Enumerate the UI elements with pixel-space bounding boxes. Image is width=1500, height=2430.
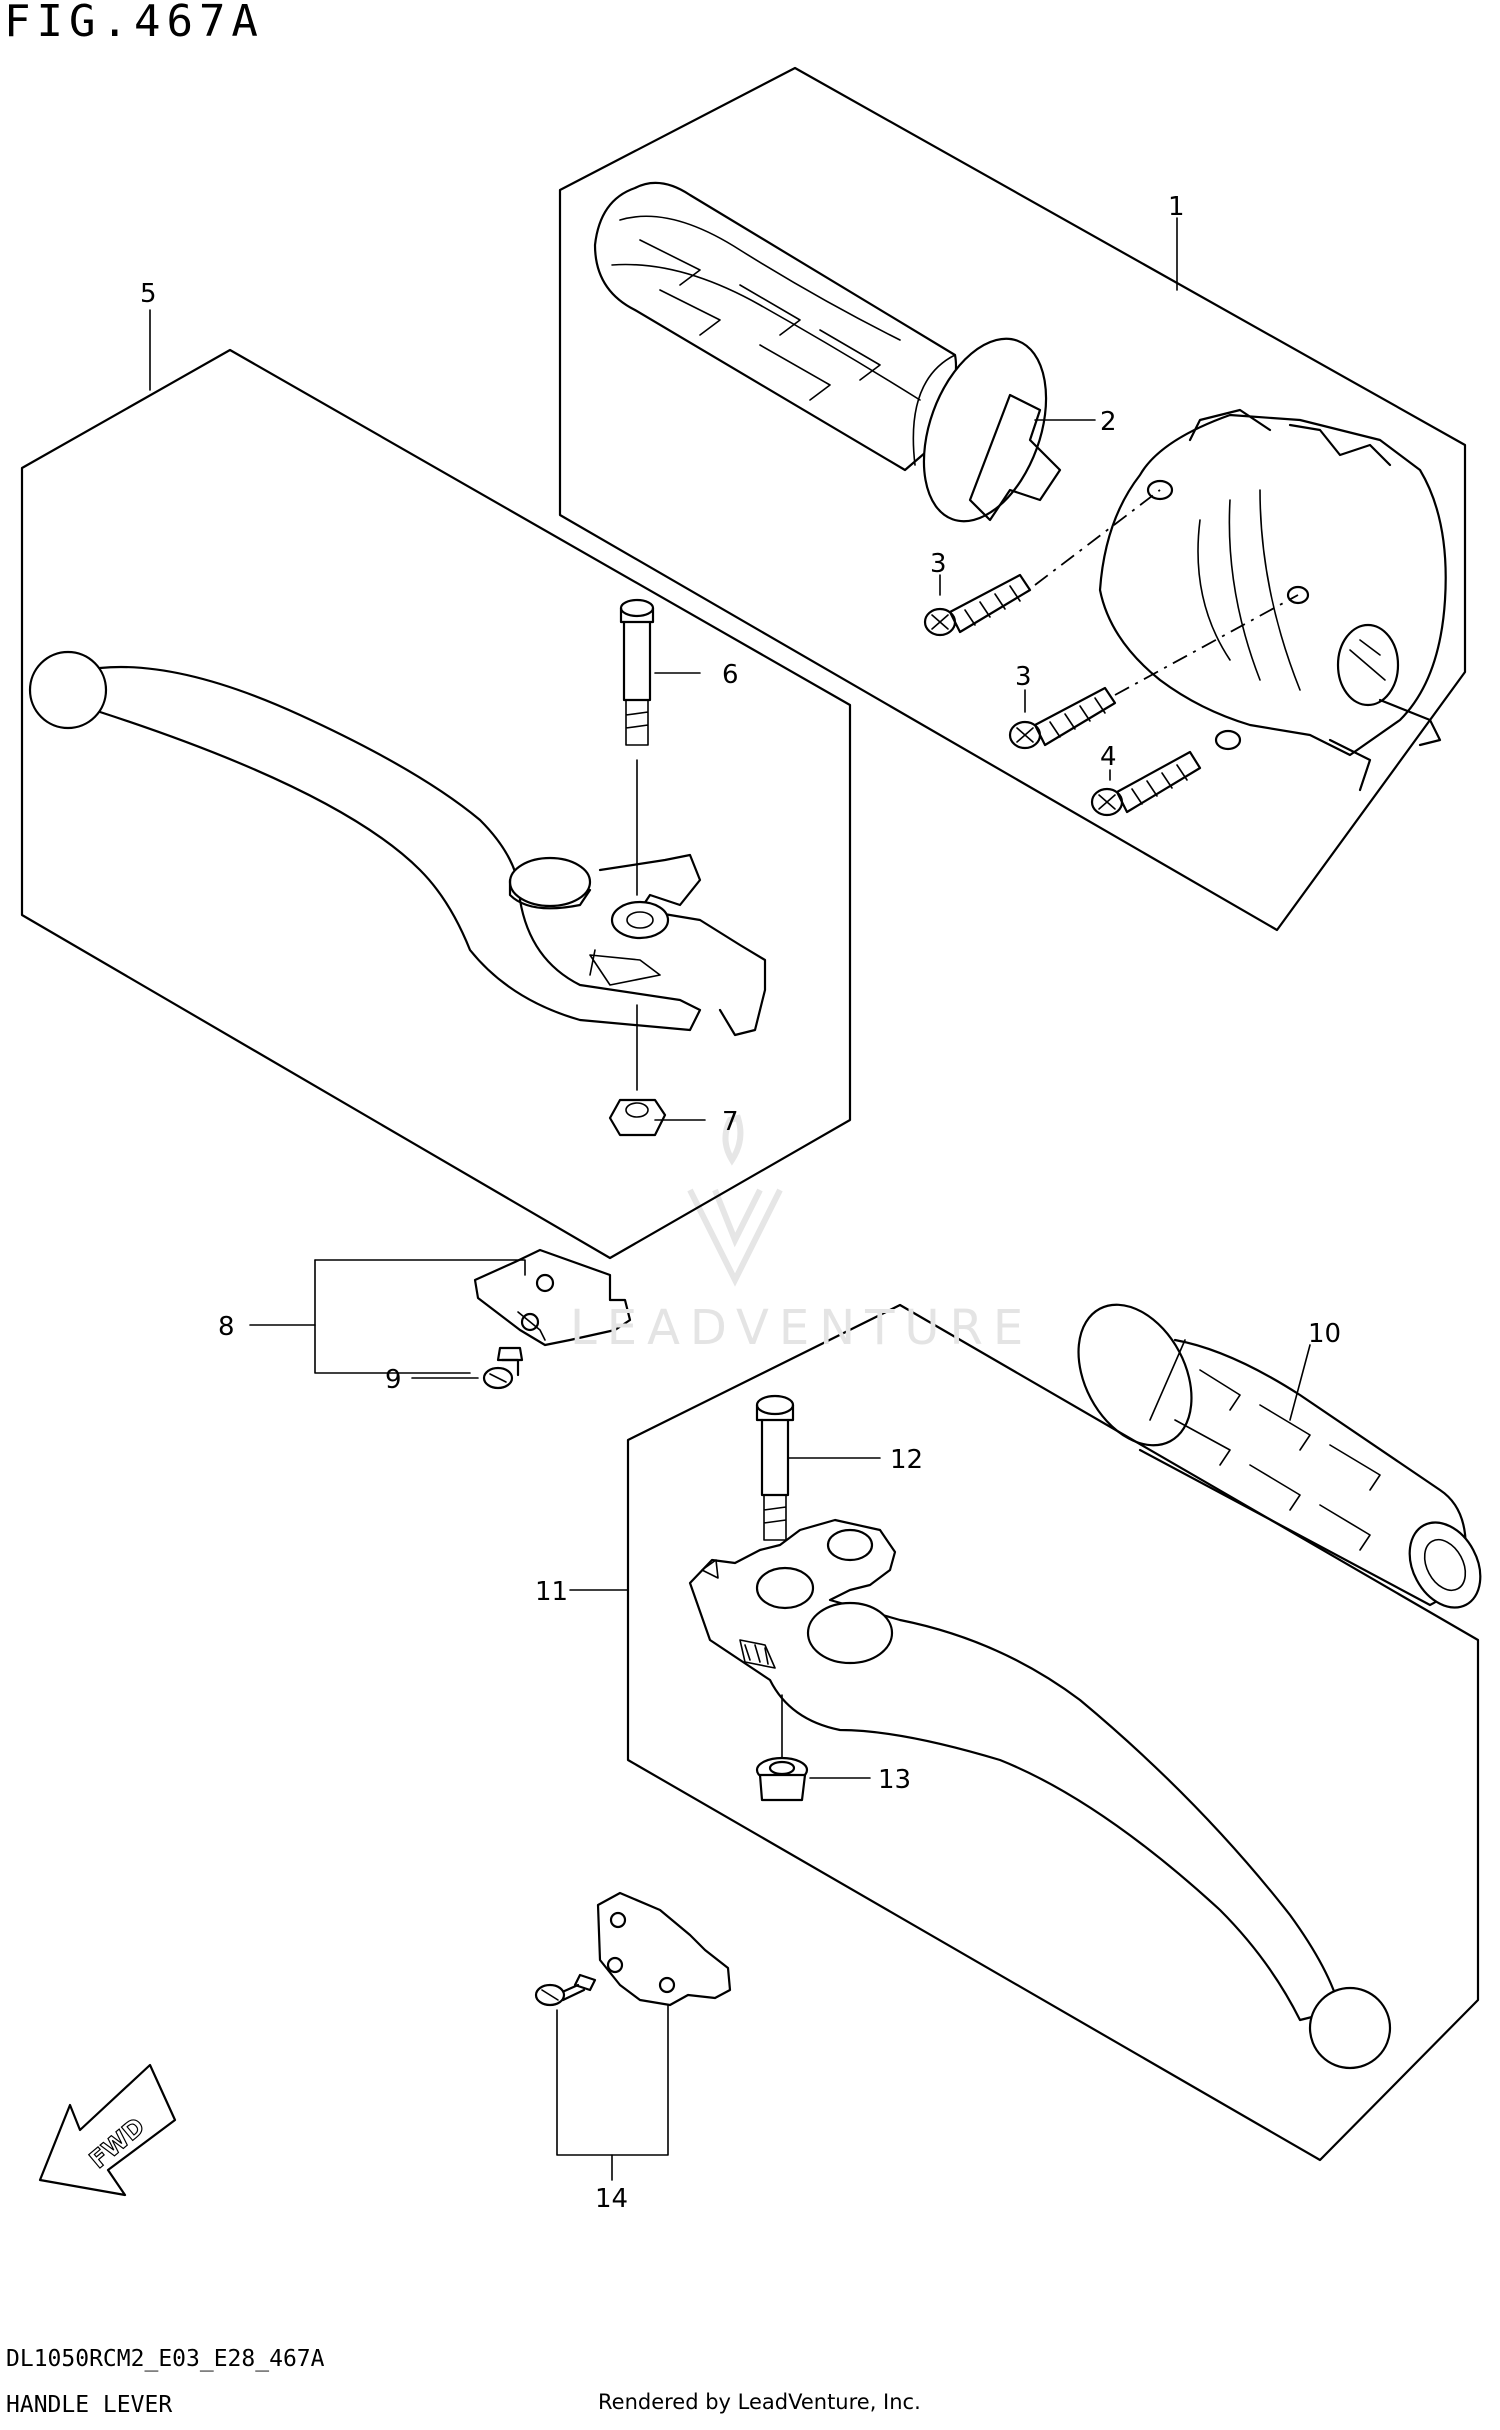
nut-13-drawing	[755, 1756, 809, 1802]
callout-7: 7	[722, 1107, 739, 1137]
screw-4-drawing	[1090, 750, 1202, 817]
credit-text: Rendered by LeadVenture, Inc.	[598, 2390, 921, 2414]
leader-lines	[149, 217, 1311, 2181]
assembly-frame-5	[20, 348, 852, 1260]
callout-12: 12	[890, 1445, 923, 1475]
throttle-assembly-group	[558, 66, 1467, 932]
figure-title: FIG.467A	[4, 0, 264, 47]
callout-10: 10	[1308, 1319, 1341, 1349]
callout-9: 9	[385, 1365, 402, 1395]
left-grip-drawing	[1077, 1303, 1482, 1609]
callout-11: 11	[535, 1577, 568, 1607]
brake-lever-drawing	[28, 650, 767, 1037]
brake-lever-group	[20, 348, 852, 1260]
assembly-frame-1	[558, 66, 1467, 932]
screw-3a-drawing	[923, 573, 1032, 637]
pivot-bolt-12-drawing	[755, 1394, 795, 1541]
figure-name: HANDLE LEVER	[6, 2392, 173, 2418]
assembly-frame-11	[626, 1303, 1480, 2162]
callout-14: 14	[595, 2184, 628, 2214]
callout-6: 6	[722, 660, 739, 690]
callout-5: 5	[140, 279, 157, 309]
callout-13: 13	[878, 1765, 911, 1795]
front-stop-switch-drawing	[473, 1248, 632, 1390]
callout-3a: 3	[930, 549, 947, 579]
figure-code: DL1050RCM2_E03_E28_467A	[6, 2346, 325, 2372]
watermark-logo	[687, 1114, 783, 1287]
clutch-lever-group	[626, 1303, 1480, 2162]
callout-3b: 3	[1015, 662, 1032, 692]
clutch-lever-drawing	[688, 1518, 1392, 2070]
callout-4: 4	[1100, 742, 1117, 772]
callout-1: 1	[1168, 192, 1185, 222]
screw-3b-drawing	[1008, 686, 1117, 750]
throttle-housing-drawing	[1098, 408, 1447, 792]
fwd-arrow: FWD	[38, 2063, 177, 2197]
watermark-text: LEADVENTURE	[570, 1300, 1034, 1356]
callout-8: 8	[218, 1312, 235, 1342]
nut-7-drawing	[608, 1098, 667, 1137]
clutch-switch-drawing	[534, 1891, 732, 2007]
throttle-grip-drawing	[593, 181, 1062, 523]
callout-labels: 1 2 3 3 4 5 6 7 8 9 10 11 12 13 14	[140, 192, 1341, 2214]
pivot-bolt-6-drawing	[619, 598, 655, 746]
callout-2: 2	[1100, 407, 1117, 437]
